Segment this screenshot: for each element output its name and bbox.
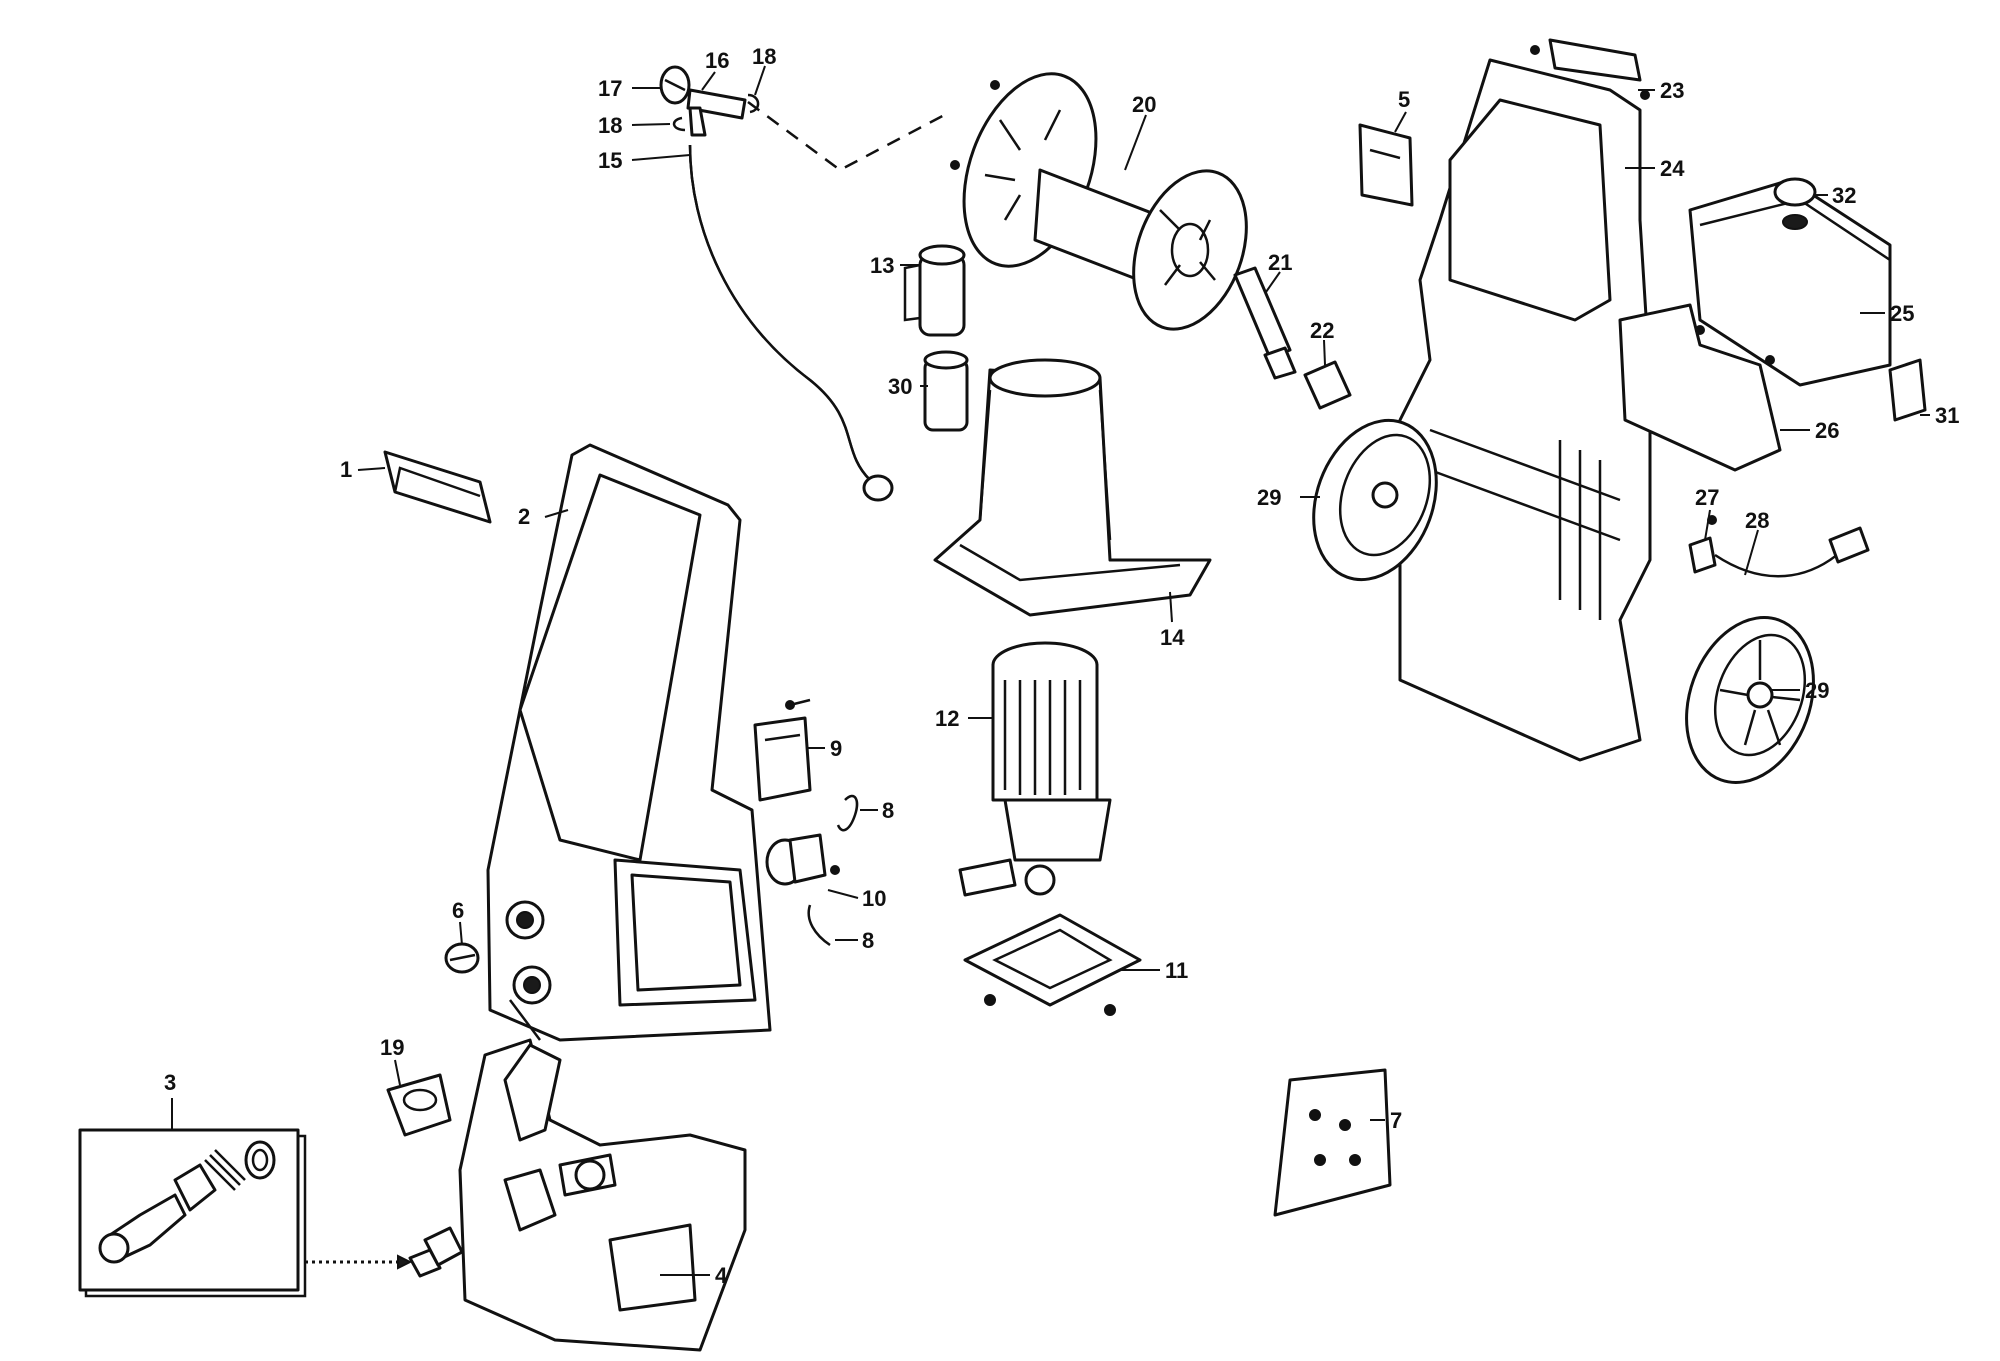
callout-3: 3 — [164, 1070, 176, 1095]
part-14-motor-housing — [933, 358, 1212, 617]
callout-27: 27 — [1695, 485, 1719, 510]
part-10-valve — [765, 833, 840, 886]
part-13-capacitor — [903, 244, 966, 337]
callout-1: 1 — [340, 457, 352, 482]
callout-32: 32 — [1832, 183, 1856, 208]
part-28-power-cord — [1714, 526, 1870, 578]
callout-8a: 8 — [882, 798, 894, 823]
callout-6: 6 — [452, 898, 464, 923]
part-32-tank-cap — [1773, 177, 1817, 230]
part-29-wheel-left — [1312, 418, 1438, 582]
callout-23: 23 — [1660, 78, 1684, 103]
part-21-crank — [1233, 266, 1297, 380]
part-11-base-plate — [963, 913, 1142, 1016]
part-1-handle-strip — [383, 450, 492, 524]
callout-20: 20 — [1132, 92, 1156, 117]
callout-26: 26 — [1815, 418, 1839, 443]
part-5-bracket — [1358, 123, 1414, 207]
part-9-switch — [753, 698, 812, 802]
callout-29b: 29 — [1805, 678, 1829, 703]
part-15-hose — [688, 144, 894, 502]
callout-21: 21 — [1268, 250, 1292, 275]
callout-5: 5 — [1398, 87, 1410, 112]
part-7-screw-bag — [1273, 1068, 1392, 1217]
callout-9: 9 — [830, 736, 842, 761]
callout-14: 14 — [1160, 625, 1185, 650]
callouts: 1 2 3 4 5 6 7 8 8 9 10 11 12 13 14 15 16 — [164, 44, 1959, 1288]
coupler-fitting — [408, 1226, 464, 1278]
callout-18a: 18 — [752, 44, 776, 69]
part-16-tee — [686, 88, 747, 137]
part-3-coupler-kit-box — [78, 1128, 307, 1298]
part-19-bracket — [386, 1073, 452, 1137]
part-4-lower-base — [458, 1038, 747, 1352]
part-27-cord-grommet — [1688, 515, 1717, 574]
callout-15: 15 — [598, 148, 622, 173]
part-8-hose-upper — [836, 794, 859, 832]
callout-31: 31 — [1935, 403, 1959, 428]
callout-29a: 29 — [1257, 485, 1281, 510]
callout-10: 10 — [862, 886, 886, 911]
part-22-crank-grip — [1303, 360, 1352, 410]
callout-13: 13 — [870, 253, 894, 278]
part-20-hose-reel — [950, 72, 1248, 331]
part-8-hose-lower — [807, 904, 831, 947]
part-30-capacitor-sleeve — [923, 350, 969, 432]
part-23-handle-cap — [1530, 38, 1650, 100]
callout-28: 28 — [1745, 508, 1769, 533]
part-31-clip — [1888, 358, 1927, 422]
part-18-clip-lower — [672, 116, 686, 132]
part-18-clip-upper — [747, 93, 760, 114]
part-6-knob — [444, 942, 480, 974]
part-12-motor-pump — [958, 641, 1112, 897]
callout-25: 25 — [1890, 301, 1914, 326]
part-29-wheel-right — [1685, 616, 1815, 784]
callout-17: 17 — [598, 76, 622, 101]
part-24-rear-frame — [1398, 58, 1652, 762]
part-26-bracket-assembly — [1618, 303, 1782, 472]
callout-16: 16 — [705, 48, 729, 73]
callout-2: 2 — [518, 504, 530, 529]
callout-11: 11 — [1165, 958, 1188, 983]
callout-24: 24 — [1660, 156, 1685, 181]
callout-4: 4 — [715, 1263, 728, 1288]
callout-30: 30 — [888, 374, 912, 399]
hose-to-reel-dashed-line — [747, 100, 951, 172]
callout-8b: 8 — [862, 928, 874, 953]
callout-7: 7 — [1390, 1108, 1402, 1133]
callout-22: 22 — [1310, 318, 1334, 343]
callout-12: 12 — [935, 706, 959, 731]
part-2-front-cover — [486, 443, 772, 1042]
callout-19: 19 — [380, 1035, 404, 1060]
part-17-cap — [659, 65, 691, 105]
coupler-connection-dotted-arrow — [305, 1254, 413, 1270]
callout-18b: 18 — [598, 113, 622, 138]
